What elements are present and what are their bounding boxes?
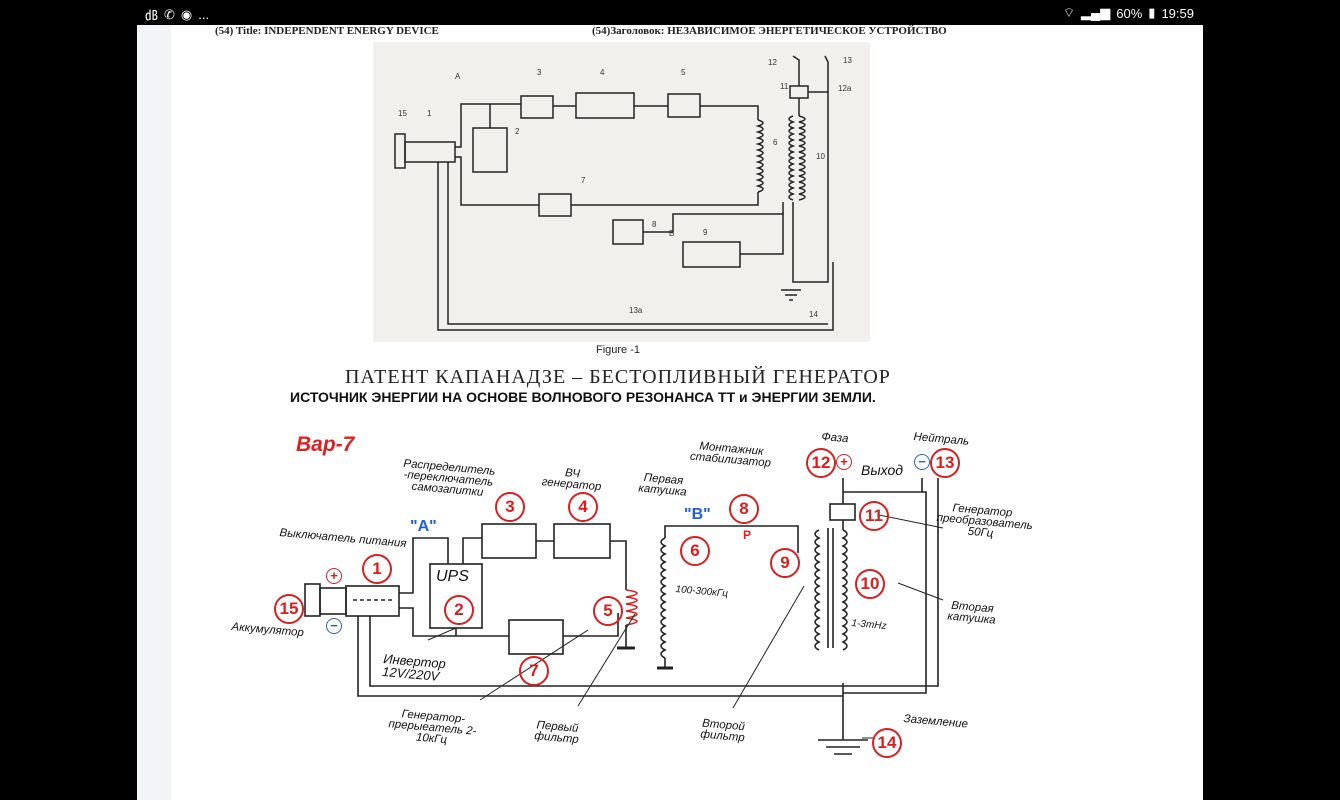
block-b-label: "B": [684, 506, 711, 523]
label-inverter: Инвертор 12V/220V: [381, 651, 447, 684]
p-mark: P: [743, 528, 752, 542]
status-left: ㏈ ✆ ◉ ...: [145, 5, 209, 24]
marker-3: 3: [495, 492, 525, 522]
fig1-label-15: 15: [398, 109, 407, 118]
status-right: ⌔ ▂▄▆ 60% ▮ 19:59: [1063, 5, 1194, 21]
label-output: Выход: [861, 462, 904, 478]
fig1-label-2: 2: [515, 127, 520, 136]
marker-9: 9: [770, 548, 800, 578]
fig1-label-12: 12: [768, 58, 777, 67]
fig1-label-8: 8: [652, 220, 657, 229]
fig1-label-10: 10: [816, 152, 825, 161]
marker-1: 1: [362, 554, 392, 584]
fig1-label-7: 7: [581, 176, 586, 185]
patent-title-ru: (54)Заголовок: НЕЗАВИСИМОЕ ЭНЕРГЕТИЧЕСКО…: [592, 25, 947, 37]
label-first-filter: Первый фильтр: [533, 719, 580, 747]
marker-6: 6: [680, 536, 710, 566]
patent-title-en: (54) Title: INDEPENDENT ENERGY DEVICE: [215, 25, 439, 37]
fig1-label-a: A: [455, 72, 461, 81]
fig1-label-5: 5: [681, 68, 686, 77]
fig1-label-14: 14: [809, 310, 818, 319]
fig1-label-13: 13: [843, 56, 852, 65]
whatsapp-icon: ✆: [164, 6, 175, 22]
fig1-label-11: 11: [780, 82, 789, 91]
marker-13: 13: [930, 448, 960, 478]
marker-11: 11: [859, 501, 889, 531]
more-indicator: ...: [198, 7, 210, 22]
figure-1-schematic: [394, 55, 834, 331]
fig1-label-3: 3: [537, 68, 542, 77]
patent-heading: ПАТЕНТ КАПАНАДЗЕ – БЕСТОПЛИВНЫЙ ГЕНЕРАТО…: [345, 366, 891, 388]
phase-plus-sign: +: [836, 454, 852, 470]
chrome-icon: ◉: [180, 6, 193, 22]
neutral-minus-sign: −: [914, 454, 930, 470]
fig1-label-6: 6: [773, 138, 778, 147]
battery-icon: ▮: [1148, 5, 1156, 20]
figure-1: A 1 2 3 4 5 6 7 8 9 10 11 12 13 12a 13a …: [373, 42, 870, 342]
figure-2-schematic: [304, 478, 944, 755]
variant-label: Вар-7: [296, 433, 355, 456]
label-phase: Фаза: [821, 431, 849, 446]
marker-2: 2: [444, 595, 474, 625]
marker-8: 8: [729, 494, 759, 524]
figure-2: Вар-7 "A" "B" UPS P 1 2 3 4 5 6 7 8 9 10…: [198, 378, 1048, 798]
signal-icon: ▂▄▆: [1081, 5, 1111, 20]
ups-label: UPS: [436, 568, 469, 585]
fig1-label-b: B: [669, 229, 675, 238]
fig1-label-4: 4: [600, 68, 605, 77]
marker-4: 4: [568, 492, 598, 522]
marker-5: 5: [593, 596, 623, 626]
clock: 19:59: [1161, 5, 1194, 21]
wifi-icon: ⌔: [1062, 5, 1076, 20]
marker-10: 10: [855, 569, 885, 599]
page-gutter: [137, 25, 171, 800]
marker-7: 7: [519, 656, 549, 686]
figure-1-caption: Figure -1: [596, 344, 641, 356]
marker-14: 14: [872, 728, 902, 758]
fig1-label-9: 9: [703, 228, 708, 237]
patent-subheading: ИСТОЧНИК ЭНЕРГИИ НА ОСНОВЕ ВОЛНОВОГО РЕЗ…: [290, 389, 876, 405]
fig1-label-1: 1: [427, 109, 432, 118]
battery-plus-sign: +: [326, 568, 342, 584]
marker-15: 15: [274, 594, 304, 624]
marker-12: 12: [806, 448, 836, 478]
block-a-label: "A": [410, 518, 437, 535]
fig1-label-12a: 12a: [838, 84, 852, 93]
fig1-label-13a: 13a: [629, 306, 643, 315]
ab-icon: ㏈: [145, 8, 159, 23]
status-bar: ㏈ ✆ ◉ ... ⌔ ▂▄▆ 60% ▮ 19:59: [0, 0, 1340, 25]
battery-text: 60%: [1116, 5, 1143, 21]
battery-minus-sign: −: [326, 618, 342, 634]
